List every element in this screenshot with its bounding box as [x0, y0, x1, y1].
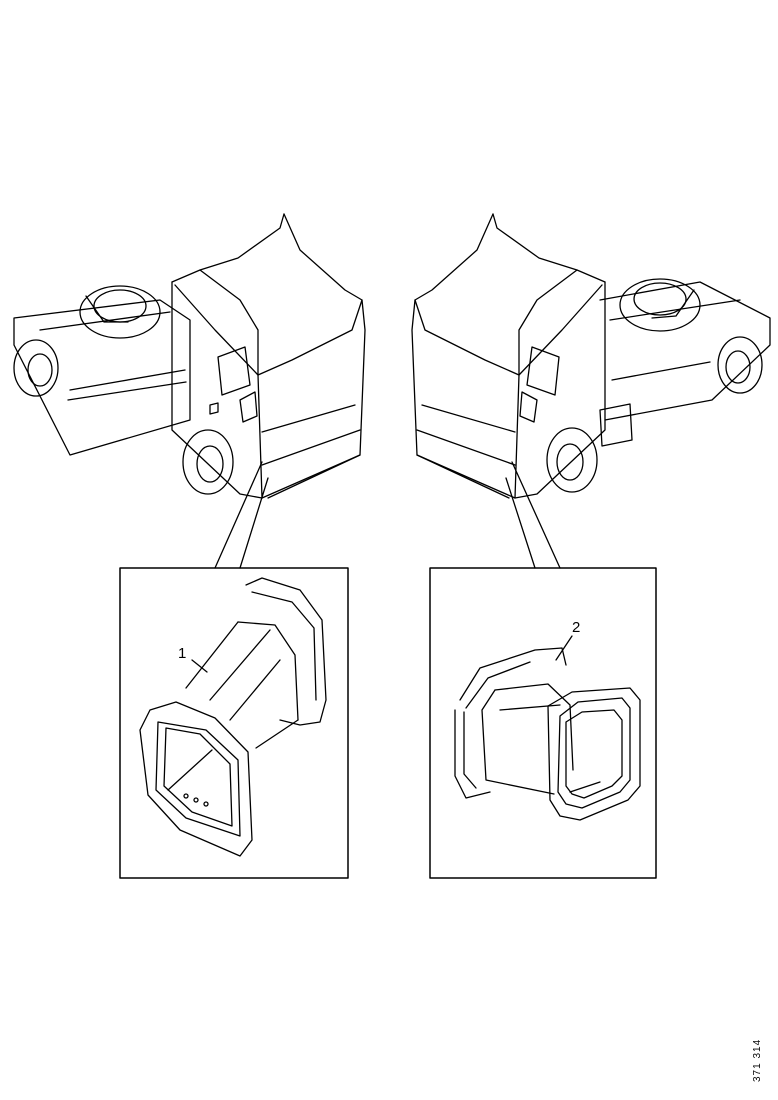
callout-number-1: 1	[178, 645, 187, 662]
callout-number-2: 2	[572, 619, 581, 636]
truck-right-illustration	[411, 213, 771, 499]
leader-lines-right	[505, 461, 561, 569]
leader-lines-left	[214, 461, 269, 569]
air-duct-part-2	[454, 647, 641, 821]
air-duct-part-1	[139, 577, 327, 857]
detail-frame-left	[119, 567, 349, 879]
truck-left-illustration	[13, 213, 366, 499]
callout-2-leader	[555, 635, 573, 661]
drawing-reference-number: 371 314	[752, 1038, 763, 1082]
detail-frame-right	[429, 567, 657, 879]
callout-1-leader	[191, 659, 208, 673]
